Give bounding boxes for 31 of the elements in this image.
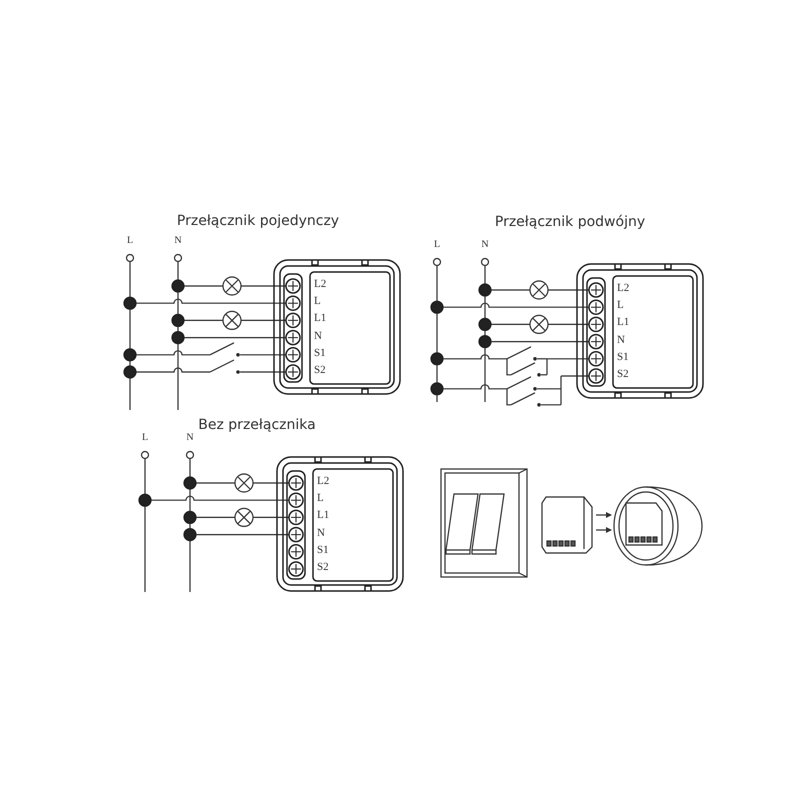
terminal-label: N: [617, 334, 625, 346]
terminal-label: L1: [317, 510, 330, 522]
terminal-label: L2: [317, 476, 330, 487]
rail-label: L: [142, 433, 148, 443]
terminal-label: S1: [314, 348, 326, 359]
arrow: [596, 512, 612, 518]
terminal-label: L2: [314, 279, 326, 290]
terminal-label: S2: [314, 365, 326, 376]
diagram-heading: Bez przełącznika: [198, 418, 316, 432]
terminal-label: N: [314, 330, 322, 342]
terminal-label: L: [617, 300, 624, 312]
diagram-heading: Przełącznik pojedynczy: [176, 214, 340, 228]
terminal-label: S2: [317, 562, 329, 573]
terminal-label: S2: [617, 369, 629, 380]
arrow: [596, 527, 612, 533]
wall-switch-drawing: [440, 468, 530, 580]
terminal-label: L1: [314, 313, 326, 324]
rail-label: N: [186, 433, 194, 443]
rail-label: N: [174, 236, 182, 246]
diagram-heading: Przełącznik podwójny: [494, 215, 646, 229]
rail-label: N: [481, 240, 489, 250]
terminal-label: L1: [617, 317, 630, 328]
terminal-label: L2: [617, 283, 630, 294]
rail-label: L: [126, 236, 134, 246]
terminal-label: S1: [317, 544, 329, 556]
terminal-label: L: [314, 296, 321, 308]
mounting-box-drawing: [612, 485, 704, 567]
terminal-label: N: [317, 528, 325, 539]
terminal-label: S1: [617, 352, 629, 363]
terminal-label: L: [317, 493, 324, 504]
rail-label: L: [434, 240, 440, 250]
